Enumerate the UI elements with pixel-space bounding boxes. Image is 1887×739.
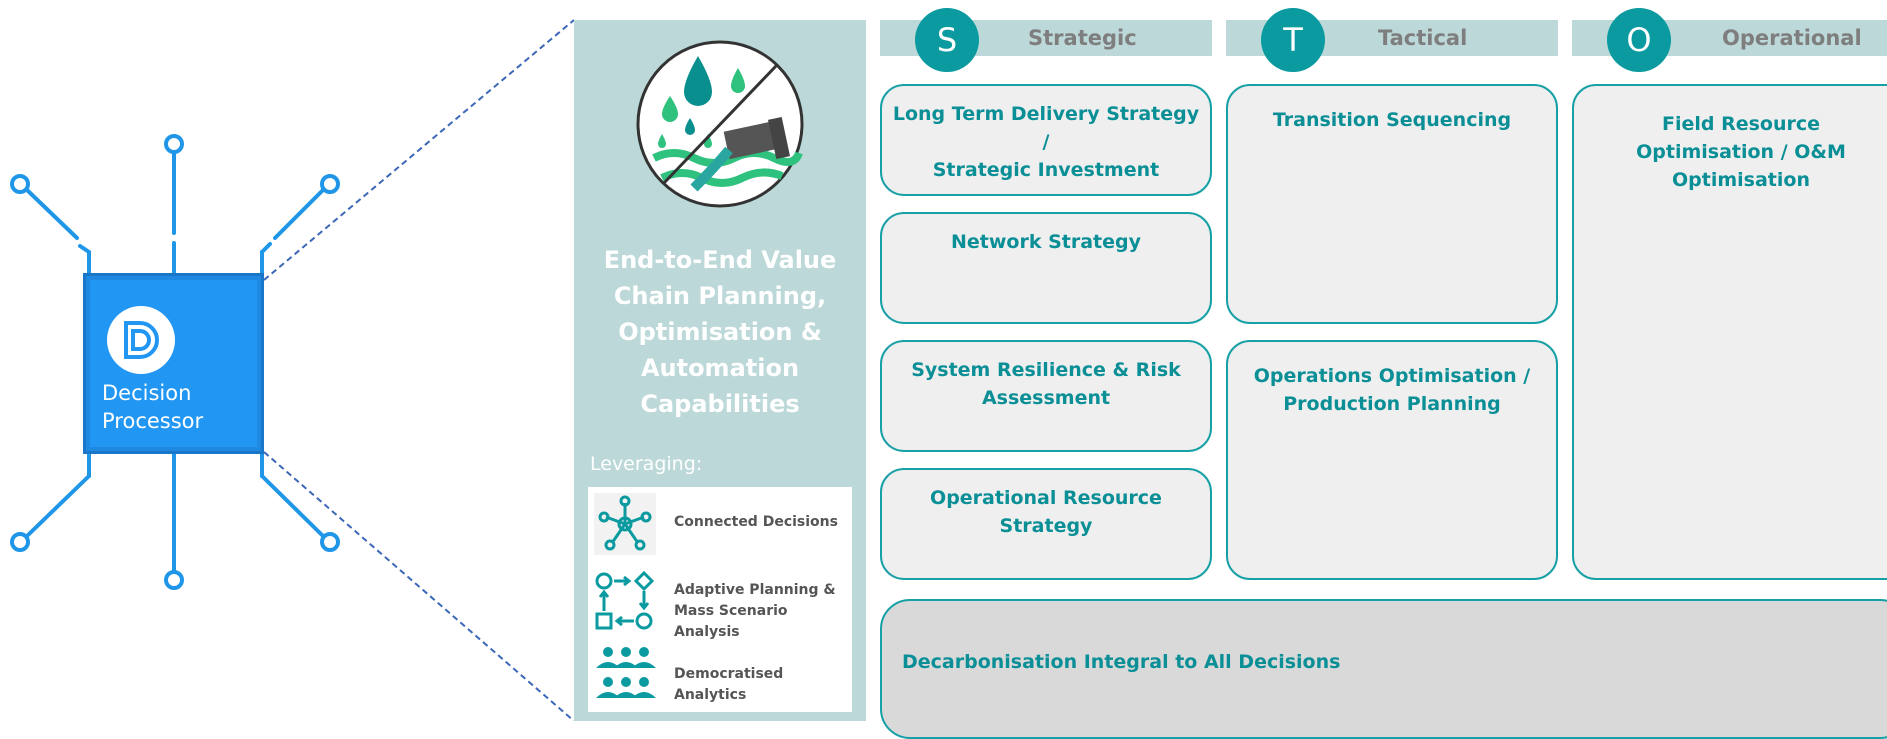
card-line: Strategic Investment — [932, 159, 1160, 181]
card-line: Strategy — [999, 515, 1093, 537]
decarbonisation-label: Decarbonisation Integral to All Decision… — [902, 651, 1341, 673]
label-line: Mass Scenario Analysis — [674, 603, 788, 640]
network-icon — [594, 493, 656, 555]
card-line: Field Resource — [1661, 113, 1821, 135]
strategic-letter-badge: S — [915, 8, 979, 72]
card-line: Transition Sequencing — [1272, 109, 1512, 131]
leveraging-label: Leveraging: — [590, 453, 703, 475]
card-long-term-delivery-strategy: Long Term Delivery Strategy / Strategic … — [880, 84, 1212, 196]
card-line: Network Strategy — [950, 231, 1141, 253]
chip-label-line2: Processor — [102, 409, 204, 433]
circuit-node — [164, 570, 184, 590]
card-field-resource-optimisation: Field Resource Optimisation / O&M Optimi… — [1572, 84, 1887, 580]
operational-letter-badge: O — [1607, 8, 1671, 72]
header-strategic-title: Strategic — [1028, 26, 1137, 50]
decision-processor-chip: Decision Processor — [83, 273, 264, 454]
circuit-node — [164, 134, 184, 154]
title-line: Optimisation & — [618, 318, 822, 346]
card-line: Operations Optimisation / — [1253, 365, 1531, 387]
title-line: End-to-End Value — [603, 246, 837, 274]
circuit-node — [10, 532, 30, 552]
flow-icon — [595, 571, 655, 630]
capabilities-title: End-to-End Value Chain Planning, Optimis… — [584, 242, 856, 422]
adaptive-planning-label: Adaptive Planning & Mass Scenario Analys… — [674, 580, 852, 643]
card-system-resilience: System Resilience & Risk Assessment — [880, 340, 1212, 452]
card-operational-resource-strategy: Operational Resource Strategy — [880, 468, 1212, 580]
card-transition-sequencing: Transition Sequencing — [1226, 84, 1558, 324]
leveraging-list: Connected Decisions Adaptive Planning & … — [588, 487, 852, 712]
card-line: Operational Resource — [930, 487, 1162, 509]
circuit-node — [10, 174, 30, 194]
card-line: System Resilience & Risk — [911, 359, 1181, 381]
title-line: Capabilities — [640, 390, 800, 418]
chip-label: Decision Processor — [102, 379, 203, 435]
circuit-node — [320, 532, 340, 552]
capabilities-panel: End-to-End Value Chain Planning, Optimis… — [574, 20, 866, 721]
title-line: Chain Planning, — [613, 282, 827, 310]
water-pipe-icon — [636, 40, 804, 208]
card-line: Long Term Delivery Strategy / — [892, 103, 1200, 153]
header-tactical-title: Tactical — [1378, 26, 1468, 50]
chip-label-line1: Decision — [102, 381, 192, 405]
connected-decisions-label: Connected Decisions — [674, 514, 838, 530]
people-icon — [596, 647, 656, 698]
circuit-node — [320, 174, 340, 194]
label-line: Adaptive Planning & — [674, 582, 836, 598]
circuit-diagram — [10, 19, 575, 721]
card-line: Assessment — [981, 387, 1111, 409]
zoom-line-top — [263, 19, 575, 281]
card-line: Optimisation / O&M — [1636, 141, 1846, 163]
card-operations-optimisation: Operations Optimisation / Production Pla… — [1226, 340, 1558, 580]
list-item-connected-decisions: Connected Decisions — [588, 489, 852, 559]
tactical-letter-badge: T — [1261, 8, 1325, 72]
card-line: Production Planning — [1283, 393, 1501, 415]
list-item-democratised-analytics: Democratised Analytics — [588, 640, 852, 710]
card-line: Optimisation — [1672, 169, 1810, 191]
decision-processor-logo-icon — [107, 306, 175, 374]
democratised-analytics-label: Democratised Analytics — [674, 666, 784, 703]
title-line: Automation — [640, 354, 800, 382]
zoom-line-bottom — [263, 451, 575, 721]
decarbonisation-banner: Decarbonisation Integral to All Decision… — [880, 599, 1887, 739]
header-operational-title: Operational — [1722, 26, 1862, 50]
card-network-strategy: Network Strategy — [880, 212, 1212, 324]
list-item-adaptive-planning: Adaptive Planning & Mass Scenario Analys… — [588, 567, 852, 640]
